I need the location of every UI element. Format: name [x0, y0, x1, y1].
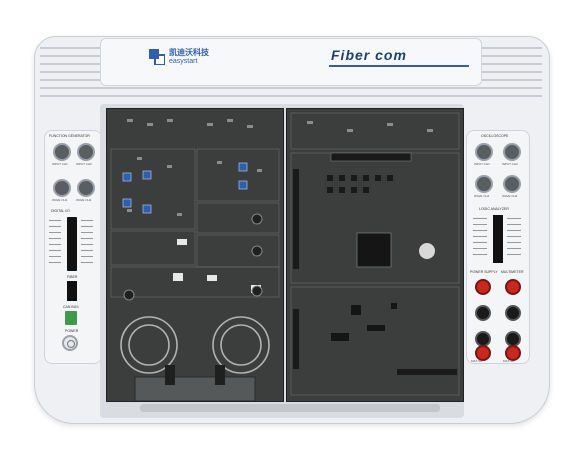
bnc-connector-7[interactable]	[475, 175, 493, 193]
pcb-left	[106, 108, 284, 402]
logic-analyzer-header[interactable]	[493, 215, 503, 263]
bnc-connector-6[interactable]	[503, 143, 521, 161]
bnc-connector-5[interactable]	[475, 143, 493, 161]
connector-label: INPUT CH2	[502, 162, 518, 166]
connector-label: INPUT CH1	[474, 162, 490, 166]
digital-io-pin-labels-left	[49, 219, 63, 269]
connector-label: WAVE CH1	[474, 194, 490, 198]
bnc-connector-8[interactable]	[503, 175, 521, 193]
brand-logo-cn: 凯迪沃科技	[169, 48, 209, 57]
brand-logo-en: easystart	[169, 58, 198, 65]
digital-io-title: DIGITAL I/O	[51, 209, 70, 213]
fiber-title: FIBER	[67, 275, 78, 279]
logic-analyzer-title: LOGIC ANALYZER	[479, 207, 509, 211]
bnc-connector-3[interactable]	[53, 179, 71, 197]
logic-pin-labels-left	[473, 217, 489, 261]
pcb-right	[286, 108, 464, 402]
bnc-connector-1[interactable]	[53, 143, 71, 161]
banana-jack-black[interactable]	[505, 305, 521, 321]
oscilloscope-title: OSCILLOSCOPE	[481, 134, 509, 138]
fiber-header[interactable]	[67, 281, 77, 301]
banana-jack-red[interactable]	[475, 279, 491, 295]
banana-jack-black[interactable]	[475, 305, 491, 321]
brand-logo-icon	[149, 49, 166, 66]
bnc-connector-2[interactable]	[77, 143, 95, 161]
connector-label: INPUT CH2	[76, 162, 92, 166]
can-bus-terminal[interactable]	[65, 311, 77, 325]
function-generator-title: FUNCTION GENERATOR	[49, 134, 90, 138]
digital-io-pin-labels-right	[81, 219, 95, 269]
connector-label: INPUT CH1	[52, 162, 68, 166]
right-panel: OSCILLOSCOPE INPUT CH1 INPUT CH2 WAVE CH…	[466, 130, 530, 364]
product-name: Fiber com	[331, 47, 407, 63]
left-panel: FUNCTION GENERATOR INPUT CH1 INPUT CH2 W…	[44, 130, 102, 364]
pcb-left-traces	[110, 119, 280, 402]
connector-label: WAVE CH2	[76, 198, 92, 202]
bottom-slot	[140, 404, 440, 412]
banana-jack-red[interactable]	[505, 345, 521, 361]
digital-io-header[interactable]	[67, 217, 77, 271]
multimeter-title: MULTIMETER	[501, 270, 524, 274]
can-bus-title: CAN BUS	[63, 305, 79, 309]
power-button[interactable]	[62, 335, 78, 351]
connector-label: WAVE CH1	[52, 198, 68, 202]
jack-rating-label: MAX 5A	[471, 359, 483, 363]
nameplate-stripe	[329, 65, 469, 67]
jack-rating-label: MAX 2A	[503, 359, 515, 363]
power-title: POWER	[65, 329, 79, 333]
pcb-right-traces	[290, 112, 460, 396]
nameplate: 凯迪沃科技 easystart Fiber com	[100, 38, 482, 86]
power-supply-title: POWER SUPPLY	[470, 270, 498, 274]
connector-label: WAVE CH2	[502, 194, 518, 198]
logic-pin-labels-right	[507, 217, 523, 261]
banana-jack-red[interactable]	[505, 279, 521, 295]
banana-jack-red[interactable]	[475, 345, 491, 361]
bnc-connector-4[interactable]	[77, 179, 95, 197]
